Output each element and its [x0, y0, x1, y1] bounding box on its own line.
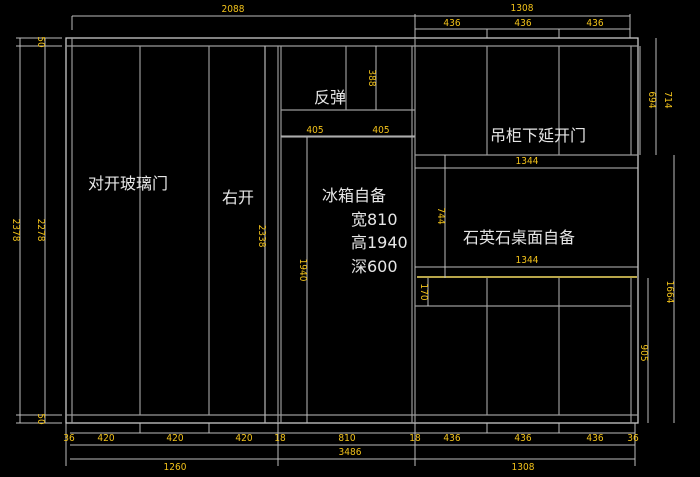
label-countertop: 石英石桌面自备	[463, 228, 575, 247]
dim-base-height: 905	[638, 344, 649, 361]
dim-bottom-plinth: 50	[35, 413, 46, 425]
dim-upper-door-2: 405	[372, 125, 389, 136]
dim-bottom-part-9: 436	[514, 433, 531, 444]
label-fridge-depth: 深600	[351, 257, 398, 276]
dim-bottom-part-4: 420	[235, 433, 252, 444]
dim-wall-cab-inner: 694	[646, 91, 657, 108]
dim-bottom-left-total: 1260	[164, 462, 187, 473]
dim-tall-inner: 2338	[256, 225, 267, 248]
label-fridge-width: 宽810	[351, 210, 398, 229]
label-left-doors: 对开玻璃门	[88, 174, 168, 193]
dim-fridge-niche: 1940	[297, 259, 308, 282]
dim-bottom-part-1: 36	[63, 433, 75, 444]
dim-drawer-height: 170	[418, 283, 429, 300]
dim-bottom-part-3: 420	[166, 433, 183, 444]
dim-bottom-part-6: 810	[338, 433, 355, 444]
dim-wall-cab-outer: 714	[662, 91, 673, 108]
dim-top-left-total: 2088	[222, 4, 245, 15]
dim-bottom-part-11: 36	[627, 433, 639, 444]
label-right-open: 右开	[222, 188, 254, 207]
dim-upper-box: 388	[366, 69, 377, 86]
dim-bottom-right-total: 1308	[512, 462, 535, 473]
dim-top-right-total: 1308	[511, 3, 534, 14]
dim-top-part-2: 436	[514, 18, 531, 29]
dim-upper-door-1: 405	[306, 125, 323, 136]
dim-bottom-part-2: 420	[97, 433, 114, 444]
dimension-texts: 2088 1308 436 436 436 2378 2278 50 50 23…	[10, 3, 675, 473]
dim-base-total: 1664	[664, 281, 675, 304]
dim-bottom-part-8: 436	[443, 433, 460, 444]
dim-bottom-part-5: 18	[274, 433, 286, 444]
dim-counter-width: 1344	[516, 255, 539, 266]
label-push-open: 反弹	[314, 88, 346, 107]
dim-top-part-3: 436	[586, 18, 603, 29]
dim-wall-cab-width: 1344	[516, 156, 539, 167]
label-fridge-height: 高1940	[351, 233, 408, 252]
dim-left-inner: 2278	[35, 219, 46, 242]
dim-bottom-part-7: 18	[409, 433, 421, 444]
dimension-lines	[16, 14, 675, 466]
label-fridge: 冰箱自备	[322, 186, 386, 205]
dim-left-outer: 2378	[10, 219, 21, 242]
dim-bottom-total: 3486	[339, 447, 362, 458]
dim-top-plinth: 50	[35, 36, 46, 48]
dim-bottom-part-10: 436	[586, 433, 603, 444]
dim-gap-height: 744	[435, 207, 446, 224]
label-wall-cabinet: 吊柜下延开门	[490, 126, 586, 145]
cabinet-outline	[65, 37, 639, 424]
dim-top-part-1: 436	[443, 18, 460, 29]
